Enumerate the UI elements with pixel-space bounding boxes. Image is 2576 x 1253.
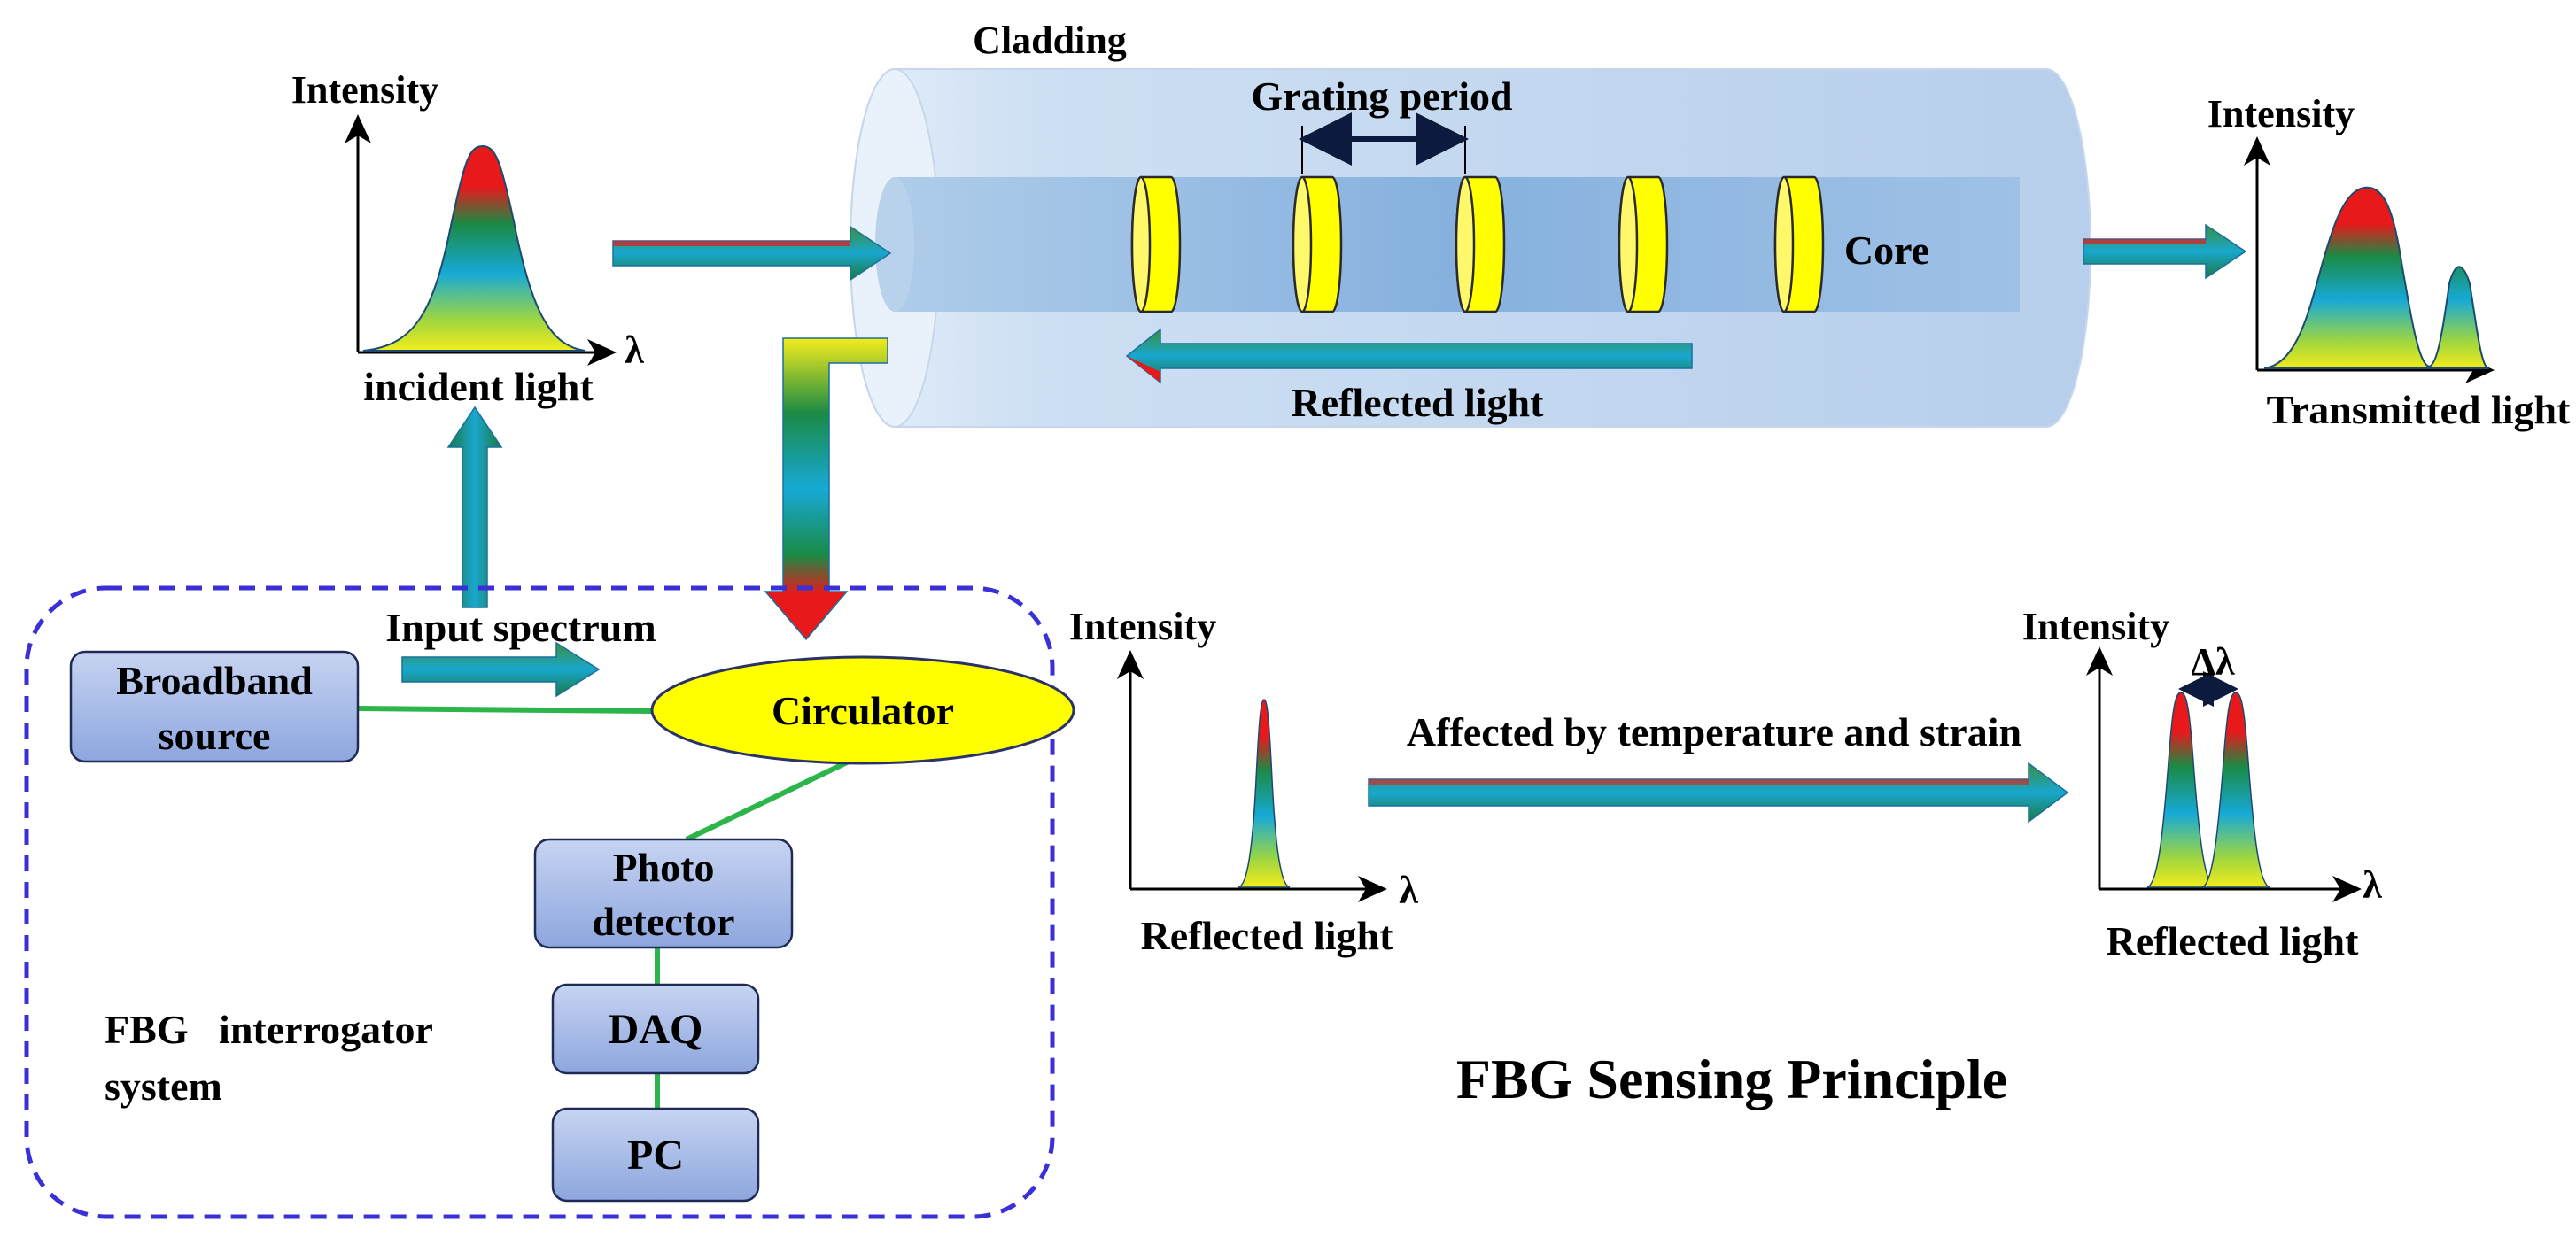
delta-lambda-label: Δλ: [2191, 640, 2235, 684]
transmitted-intensity-label: Intensity: [2207, 92, 2355, 135]
daq-label: DAQ: [609, 1006, 703, 1053]
incident-intensity-label: Intensity: [291, 68, 438, 112]
reflected-spectrum-curve-2a: [2146, 692, 2215, 888]
reflected-spectrum-plot-2: Intensity Δλ λ Reflected light: [2022, 605, 2382, 963]
grating-element: [1130, 175, 1182, 313]
incident-light-label: incident light: [363, 364, 594, 409]
core-end: [875, 177, 914, 312]
grating-element: [1618, 175, 1669, 313]
reflected-spectrum-plot-1: Intensity λ Reflected light: [1069, 605, 1418, 958]
temperature-strain-arrow: [1368, 762, 2069, 824]
interrogator-system: Input spectrum Broadband source Circulat…: [24, 585, 1075, 1219]
photo-detector-box: [533, 838, 794, 949]
reflected-lambda-label-1: λ: [1399, 869, 1418, 912]
incident-to-fiber-arrow: [612, 225, 892, 282]
reflected-light-label-2: Reflected light: [2107, 918, 2360, 963]
daq-box: [551, 983, 760, 1075]
grating-period-label: Grating period: [1251, 73, 1513, 119]
broadband-source-label-line1: Broadband: [116, 658, 313, 703]
interrogator-label-line2: system: [105, 1064, 222, 1109]
interrogator-label-line1: FBG interrogator: [105, 1007, 433, 1052]
fiber-to-circulator-arrow: [764, 337, 888, 641]
cladding-label: Cladding: [973, 19, 1127, 62]
reflected-intensity-label-2: Intensity: [2022, 605, 2169, 648]
transmitted-spectrum-plot: Intensity Transmitted light: [2207, 92, 2571, 432]
reflected-spectrum-curve-1: [1238, 699, 1291, 888]
broadband-source-label-line2: source: [159, 713, 271, 758]
reflected-light-label-1: Reflected light: [1141, 913, 1394, 958]
main-title: FBG Sensing Principle: [1456, 1048, 2007, 1110]
photo-detector-label-line2: detector: [593, 899, 735, 944]
reflected-intensity-label-1: Intensity: [1069, 605, 1216, 648]
transmitted-spectrum-curve: [2263, 186, 2490, 369]
grating-element: [1292, 175, 1343, 313]
reflected-spectrum-curve-2b: [2201, 692, 2270, 888]
incident-spectrum-curve: [362, 144, 586, 352]
incident-spectrum-plot: Intensity λ incident light: [291, 68, 644, 409]
fiber-to-transmitted-arrow: [2083, 223, 2247, 280]
reflected-light-arrow: [1125, 328, 1693, 384]
reflected-lambda-label-2: λ: [2363, 863, 2382, 907]
circulator-label: Circulator: [772, 688, 954, 733]
grating-element: [1773, 175, 1825, 313]
reflected-light-fiber-label: Reflected light: [1292, 380, 1545, 425]
input-to-incident-arrow: [446, 406, 503, 608]
pc-box: [551, 1107, 760, 1203]
interrogator-dashed-border: [24, 585, 1055, 1219]
incident-lambda-label: λ: [625, 329, 644, 372]
input-spectrum-label: Input spectrum: [385, 605, 656, 650]
grating-element: [1455, 175, 1506, 313]
pc-label: PC: [627, 1132, 684, 1179]
circulator-ellipse: [650, 655, 1075, 765]
affected-by-label: Affected by temperature and strain: [1407, 709, 2021, 754]
input-spectrum-arrow: [401, 641, 601, 698]
broadband-source-box: [69, 650, 360, 763]
grating-period-indicator: Grating period: [1251, 73, 1513, 174]
grating-elements: [1130, 175, 1825, 313]
transmitted-light-label: Transmitted light: [2267, 387, 2572, 432]
photo-detector-label-line1: Photo: [613, 845, 715, 890]
core-label: Core: [1844, 228, 1929, 273]
